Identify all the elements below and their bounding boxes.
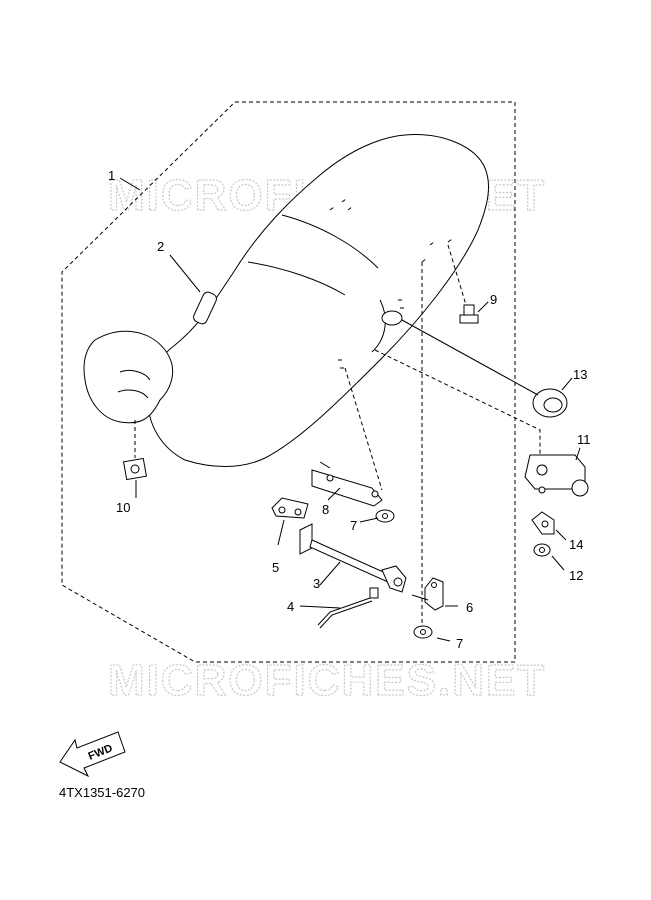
label-part-7a: 7 (350, 518, 357, 533)
nut-part-7b (413, 625, 433, 639)
dash-to-11 (374, 349, 541, 455)
label-part-3: 3 (313, 576, 320, 591)
line-to-6 (411, 594, 429, 601)
bracket-part-6 (424, 577, 444, 611)
seat-body (83, 134, 490, 467)
label-part-6: 6 (466, 600, 473, 615)
grommet-part-13 (532, 388, 568, 418)
label-part-7b: 7 (456, 636, 463, 651)
nut-part-12 (533, 543, 551, 557)
label-part-4: 4 (287, 599, 294, 614)
watermark-bottom: MICROFICHES.NET (108, 656, 546, 705)
label-part-11: 11 (577, 432, 591, 447)
label-part-1: 1 (108, 168, 115, 183)
label-part-12: 12 (569, 568, 583, 583)
label-part-9: 9 (490, 292, 497, 307)
dash-to-9 (447, 244, 467, 306)
shaft-part-3 (299, 523, 407, 593)
hinge-part-8 (311, 461, 383, 507)
leader-lines (119, 177, 581, 642)
nut-part-10 (123, 457, 147, 481)
label-part-5: 5 (272, 560, 279, 575)
dash-to-8 (344, 367, 383, 491)
catalog-number: 4TX1351-6270 (59, 785, 145, 800)
lock-part-11 (524, 454, 589, 497)
label-part-10: 10 (116, 500, 130, 515)
bracket-part-14 (531, 511, 555, 535)
fwd-arrow-icon: FWD (59, 731, 126, 778)
bolt-part-9 (459, 304, 479, 324)
rod-part-4 (317, 587, 379, 629)
label-part-13: 13 (573, 367, 587, 382)
bracket-part-5 (271, 497, 309, 519)
label-part-14: 14 (569, 537, 583, 552)
label-part-2: 2 (157, 239, 164, 254)
nut-part-7a (375, 509, 395, 523)
line-to-13 (401, 319, 539, 396)
label-part-8: 8 (322, 502, 329, 517)
strap-part (193, 291, 217, 325)
assembly-boundary (61, 101, 516, 663)
